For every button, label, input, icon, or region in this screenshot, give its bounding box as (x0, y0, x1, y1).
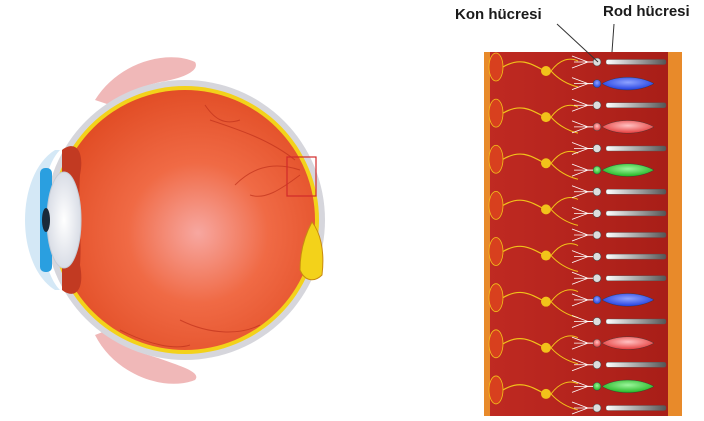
eye-cross-section (25, 57, 325, 384)
rod-leader-line (612, 24, 614, 52)
retina-panel (484, 52, 682, 416)
cone-cell-label: Kon hücresi (455, 6, 542, 23)
pigment-layer (668, 52, 682, 416)
vitreous-body (55, 90, 315, 350)
inner-edge-layer (484, 52, 490, 416)
pupil (42, 208, 50, 232)
rod-cell-label: Rod hücresi (603, 3, 690, 20)
lens (47, 172, 81, 268)
